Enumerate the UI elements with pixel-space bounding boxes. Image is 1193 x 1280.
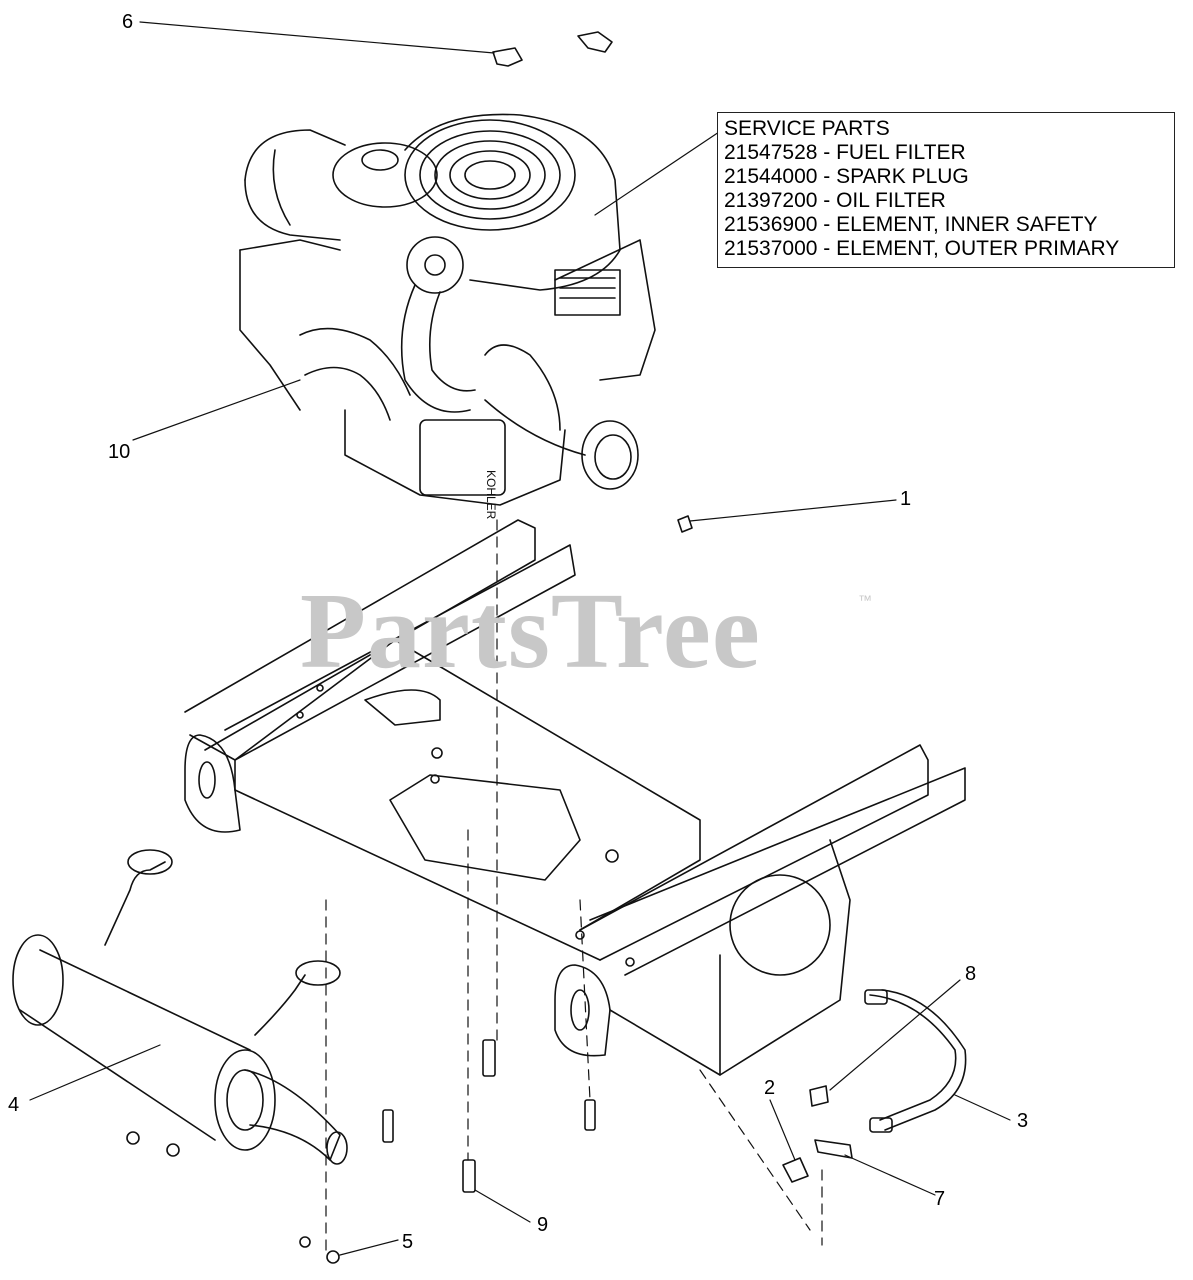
trademark-symbol: ™ — [858, 592, 872, 608]
callout-7: 7 — [934, 1188, 945, 1210]
service-parts-title: SERVICE PARTS — [724, 117, 890, 140]
service-part-oil-filter: 21397200 - OIL FILTER — [724, 189, 946, 212]
service-part-spark-plug: 21544000 - SPARK PLUG — [724, 165, 969, 188]
callout-3: 3 — [1017, 1110, 1028, 1132]
callout-1: 1 — [900, 488, 911, 510]
callout-2: 2 — [764, 1077, 775, 1099]
frame — [184, 519, 966, 1076]
muffler — [12, 849, 348, 1165]
service-part-outer-element: 21537000 - ELEMENT, OUTER PRIMARY — [724, 237, 1120, 260]
service-part-inner-element: 21536900 - ELEMENT, INNER SAFETY — [724, 213, 1098, 236]
callout-4: 4 — [8, 1094, 19, 1116]
callout-5: 5 — [402, 1231, 413, 1253]
watermark: PartsTree — [300, 572, 761, 691]
svg-text:KOHLER: KOHLER — [484, 470, 498, 520]
callout-9: 9 — [537, 1214, 548, 1236]
service-parts-box: SERVICE PARTS 21547528 - FUEL FILTER 215… — [717, 112, 1175, 268]
engine: KOHLER — [239, 113, 656, 520]
callout-8: 8 — [965, 963, 976, 985]
callout-10: 10 — [108, 441, 130, 463]
callout-6: 6 — [122, 11, 133, 33]
service-part-fuel-filter: 21547528 - FUEL FILTER — [724, 141, 966, 164]
